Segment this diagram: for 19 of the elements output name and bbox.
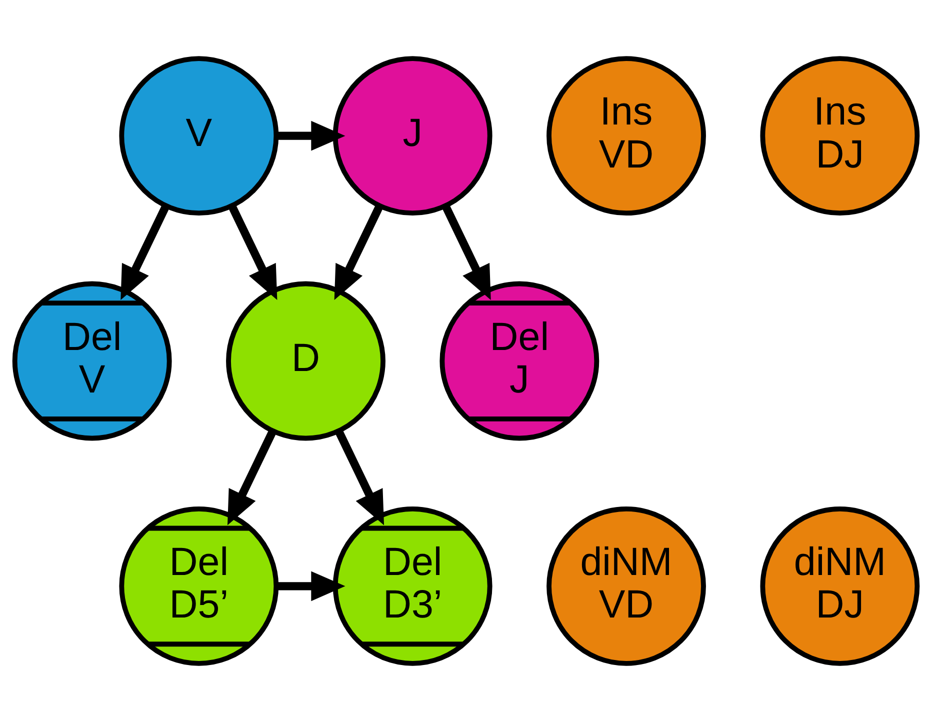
node-circle: D — [226, 280, 386, 440]
node-circle: Del V — [12, 280, 172, 440]
arrow — [334, 204, 384, 300]
node-circle: diNM VD — [546, 506, 706, 666]
node-circle: V — [119, 56, 279, 216]
arrow — [120, 204, 170, 300]
node-circle: Ins VD — [546, 56, 706, 216]
node-circle: Del J — [440, 280, 600, 440]
arrow — [334, 428, 384, 525]
arrow — [442, 204, 491, 300]
arrow — [276, 570, 346, 601]
arrow — [276, 120, 346, 150]
arrow — [227, 428, 277, 525]
node-circle: J — [332, 56, 492, 216]
node-circle: Del D5’ — [119, 506, 279, 666]
arrow — [228, 204, 278, 300]
node-circle: diNM DJ — [760, 506, 920, 666]
node-circle: Del D3’ — [332, 506, 492, 666]
node-circle: Ins DJ — [760, 56, 920, 216]
